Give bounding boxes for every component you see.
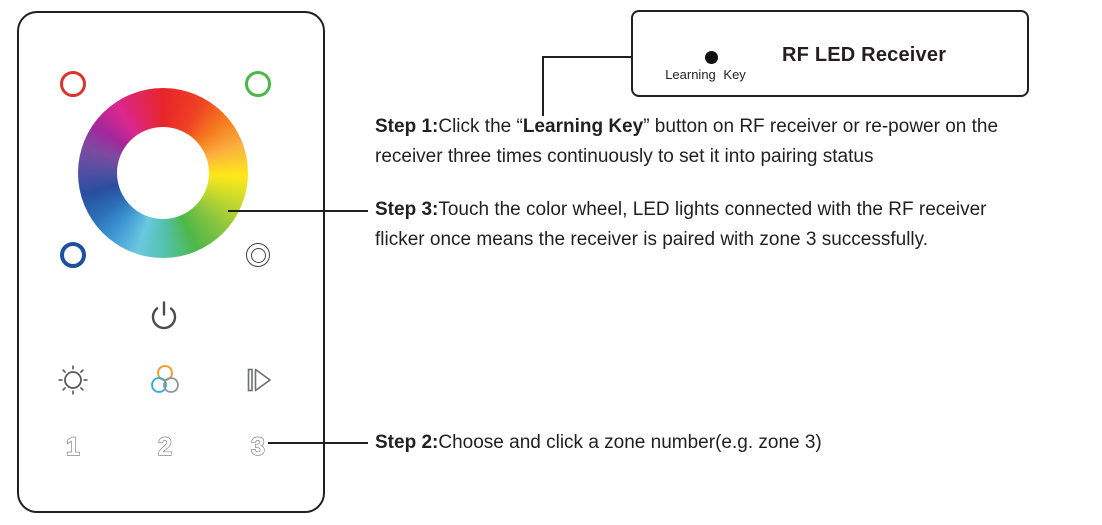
step2-body: Choose and click a zone number(e.g. zone… <box>438 432 822 453</box>
zone-button-1: 1 <box>65 432 80 461</box>
zone-button-3-label: 3 <box>251 433 265 461</box>
learning-key-dot <box>705 51 718 64</box>
step3-line1: Touch the color wheel, LED lights connec… <box>438 199 987 220</box>
step2-label: Step 2: <box>375 432 439 453</box>
play-pause-icon <box>247 368 271 392</box>
callout-line-color-wheel <box>228 210 368 212</box>
white-color-button <box>246 243 270 267</box>
callout-line-learning-key-horizontal <box>542 56 693 58</box>
color-wheel <box>78 88 248 258</box>
zone-button-1-label: 1 <box>66 433 80 461</box>
rgb-mode-icon <box>151 365 179 393</box>
step3-line2: flicker once means the receiver is paire… <box>375 229 929 250</box>
zone-button-3: 3 <box>250 432 265 461</box>
brightness-icon <box>58 365 88 395</box>
step3-label: Step 3: <box>375 199 439 220</box>
power-icon <box>151 301 177 330</box>
step1-key-name: Learning Key <box>522 116 644 137</box>
callout-line-learning-key-vertical <box>542 56 544 116</box>
step1-line1-rest: ” button on RF receiver or re-power on t… <box>643 116 999 137</box>
step1-label: Step 1: <box>375 116 439 137</box>
zone-button-2-label: 2 <box>158 433 172 461</box>
callout-line-zone-button <box>268 442 368 444</box>
step1-text: Step 1:Click the “Learning Key” button o… <box>375 112 1102 172</box>
white-color-button-inner-ring <box>250 247 266 263</box>
learning-key-label: Learning Key <box>665 67 746 82</box>
receiver-title: RF LED Receiver <box>782 44 947 66</box>
color-wheel-center-hole <box>117 127 209 219</box>
rgb-touch-panel: 1 2 3 <box>17 11 325 513</box>
step2-text: Step 2:Choose and click a zone number(e.… <box>375 428 1095 458</box>
blue-color-button <box>60 242 86 268</box>
green-color-button <box>245 71 271 97</box>
step1-line2: receiver three times continuously to set… <box>375 146 874 167</box>
rf-led-receiver-box: Learning Key RF LED Receiver <box>631 10 1029 97</box>
zone-button-2: 2 <box>157 432 172 461</box>
red-color-button <box>60 71 86 97</box>
step3-text: Step 3:Touch the color wheel, LED lights… <box>375 195 1102 255</box>
step1-pre: Click the “ <box>438 116 523 137</box>
